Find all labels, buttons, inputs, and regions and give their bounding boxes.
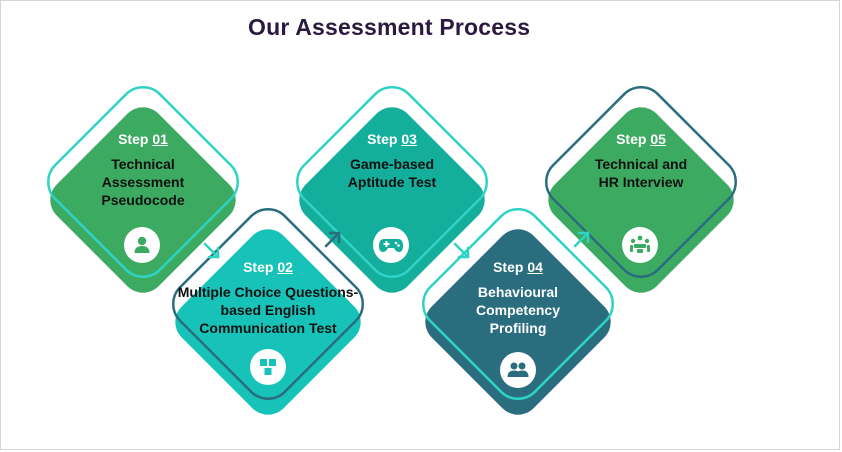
step-01-label: Step 01 — [38, 131, 248, 148]
page-title: Our Assessment Process — [248, 14, 531, 40]
step-prefix: Step — [616, 131, 647, 147]
step-01-shape — [47, 86, 239, 293]
step-05-label: Step 05 — [536, 131, 746, 148]
step-02-label: Step 02 — [163, 259, 373, 276]
step-03: Step 03 Game-based Aptitude Test — [287, 131, 497, 191]
puzzle-icon — [250, 349, 286, 385]
arrow-02-to-03-icon — [324, 231, 341, 248]
step-number: 01 — [152, 131, 168, 147]
arrow-04-to-05-icon — [573, 231, 590, 248]
step-number: 02 — [277, 259, 293, 275]
step-02-shape — [172, 208, 364, 415]
step-01-description: Technical Assessment Pseudocode — [101, 156, 185, 208]
step-04-description: Behavioural Competency Profiling — [475, 284, 561, 336]
arrow-01-to-02-icon — [203, 242, 220, 259]
step-03-label: Step 03 — [287, 131, 497, 148]
meeting-icon — [622, 227, 658, 263]
group-icon — [500, 352, 536, 388]
step-03-description: Game-based Aptitude Test — [347, 156, 437, 190]
step-number: 05 — [650, 131, 666, 147]
step-05: Step 05 Technical and HR Interview — [536, 131, 746, 191]
step-prefix: Step — [243, 259, 274, 275]
step-02-description: Multiple Choice Questions-based English … — [177, 284, 359, 336]
step-04: Step 04 Behavioural Competency Profiling — [413, 259, 623, 337]
step-prefix: Step — [367, 131, 398, 147]
step-02: Step 02 Multiple Choice Questions-based … — [163, 259, 373, 337]
step-prefix: Step — [493, 259, 524, 275]
person-icon — [124, 227, 160, 263]
gamepad-icon — [373, 227, 409, 263]
step-number: 03 — [401, 131, 417, 147]
arrow-03-to-04-icon — [453, 242, 470, 259]
step-prefix: Step — [118, 131, 149, 147]
step-04-shape — [422, 208, 614, 415]
step-number: 04 — [527, 259, 543, 275]
step-05-description: Technical and HR Interview — [594, 156, 688, 190]
step-04-label: Step 04 — [413, 259, 623, 276]
step-01: Step 01 Technical Assessment Pseudocode — [38, 131, 248, 209]
